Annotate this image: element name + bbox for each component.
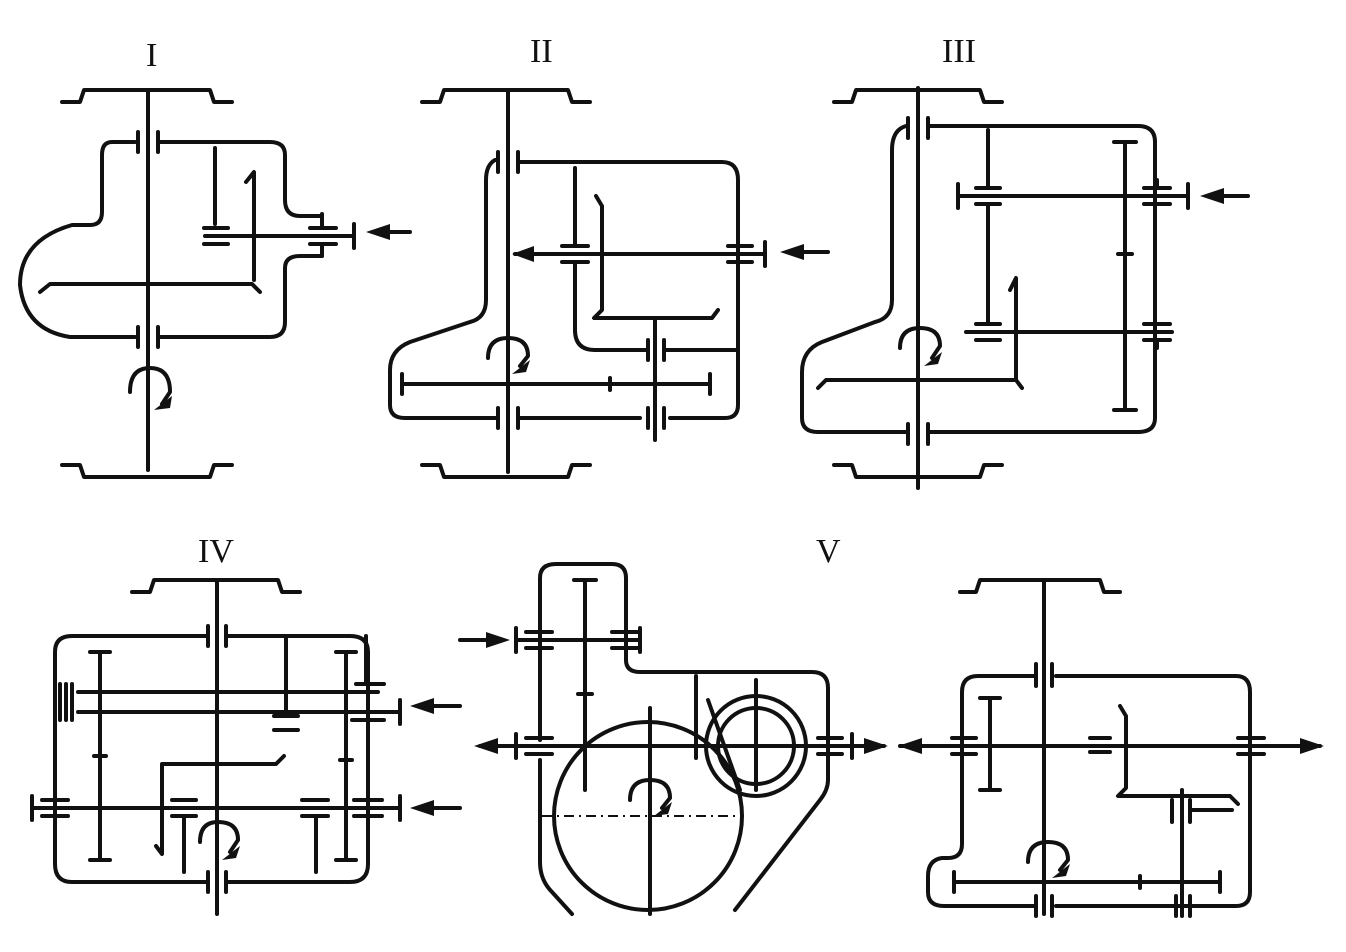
scheme-3-label: III (942, 33, 976, 70)
scheme-6-secondary-bearings (1170, 798, 1234, 824)
scheme-5-upper-arrowhead (486, 632, 510, 648)
scheme-1-bevel-gear (38, 282, 262, 294)
scheme-6-lower-gear (952, 870, 1222, 894)
scheme-3-bearings (906, 116, 930, 446)
scheme-2: II (388, 33, 830, 479)
scheme-5-upper-gear (572, 578, 598, 792)
scheme-3-bevel-gear (816, 378, 1018, 390)
scheme-1-housing (18, 140, 324, 339)
scheme-5-label: V (816, 533, 841, 570)
scheme-2-housing (388, 158, 740, 420)
scheme-4-input-arrowhead-2 (410, 800, 434, 816)
scheme-4-top-flange (130, 578, 302, 594)
scheme-6-right-arrowhead (1300, 738, 1324, 754)
scheme-4-rotation-arrowhead (222, 846, 240, 860)
scheme-2-left-input-bearing (560, 166, 650, 352)
scheme-4-left-gear (88, 650, 112, 862)
scheme-3-upper-shaft-ends (956, 182, 1190, 210)
scheme-2-rotation-arrowhead (512, 360, 530, 374)
scheme-1-pinion (244, 170, 256, 282)
scheme-1-right-bearing (308, 212, 338, 258)
scheme-5-rotation-arrow (628, 778, 672, 810)
scheme-4-label: IV (198, 533, 234, 570)
scheme-3-input-arrowhead (1200, 188, 1224, 204)
scheme-3-pinion (1008, 276, 1024, 390)
scheme-6-rotation-arrowhead (1052, 864, 1070, 878)
scheme-5-worm-bearing (694, 674, 742, 792)
scheme-5-left-arrowhead (474, 738, 498, 754)
scheme-6-horizontal-bearings (950, 736, 1266, 756)
scheme-1-rotation-arrow (128, 366, 172, 406)
scheme-6-left-gear (978, 696, 1002, 792)
scheme-6-rotation-arrow (1026, 840, 1070, 872)
scheme-5-rotation-arrowhead (654, 802, 672, 816)
scheme-6 (898, 578, 1324, 918)
scheme-3-rotation-arrow (898, 326, 942, 360)
scheme-4-housing (53, 634, 370, 884)
scheme-5: V (458, 533, 888, 916)
scheme-2-output-arrowhead (512, 246, 534, 262)
scheme-3-upper-bearings (974, 128, 1172, 324)
scheme-6-left-arrowhead (898, 738, 922, 754)
scheme-4-bevel-gear (154, 754, 286, 856)
scheme-3-rotation-arrowhead (924, 352, 942, 366)
scheme-5-right-arrowhead (864, 738, 888, 754)
scheme-1-rotation-arrowhead (154, 396, 172, 410)
scheme-4-lower-bearings (40, 798, 384, 874)
scheme-2-rotation-arrow (486, 336, 530, 368)
scheme-4-lower-shaft-ends (30, 794, 402, 822)
scheme-4-rotation-arrow (198, 820, 240, 854)
scheme-4-vertical-bearings (206, 624, 228, 894)
scheme-2-right-input-bearing (726, 244, 754, 264)
scheme-4-right-gear (334, 650, 358, 862)
scheme-6-bearings (1034, 662, 1192, 918)
scheme-5-housing (538, 562, 830, 916)
scheme-3-lower-bearings (974, 322, 1172, 350)
scheme-4-upper-bearings (272, 634, 386, 732)
scheme-5-upper-shaft-ends (514, 626, 642, 654)
scheme-4-input-arrowhead-1 (410, 698, 434, 714)
scheme-1: I (18, 37, 412, 479)
scheme-6-housing (926, 674, 1252, 908)
scheme-1-input-arrowhead (366, 224, 390, 240)
scheme-3-housing (800, 124, 1157, 434)
scheme-3-big-gear (1112, 140, 1138, 412)
scheme-2-intermediate-bearings (646, 338, 740, 430)
scheme-6-pinion (1116, 704, 1240, 806)
scheme-3: III (800, 33, 1250, 490)
scheme-1-bottom-flange (60, 463, 234, 479)
scheme-2-pinion (592, 194, 720, 320)
scheme-6-top-flange (958, 578, 1122, 594)
scheme-5-main-shaft-ends (514, 732, 854, 760)
scheme-1-label: I (146, 37, 157, 74)
scheme-2-bottom-flange (420, 463, 592, 479)
scheme-1-left-bearing (202, 146, 230, 246)
scheme-2-lower-gear (400, 372, 712, 396)
scheme-2-input-arrowhead (780, 244, 804, 260)
scheme-4: IV (30, 533, 462, 916)
scheme-4-upper-shaft-ends (58, 682, 402, 726)
scheme-2-label: II (530, 33, 553, 70)
